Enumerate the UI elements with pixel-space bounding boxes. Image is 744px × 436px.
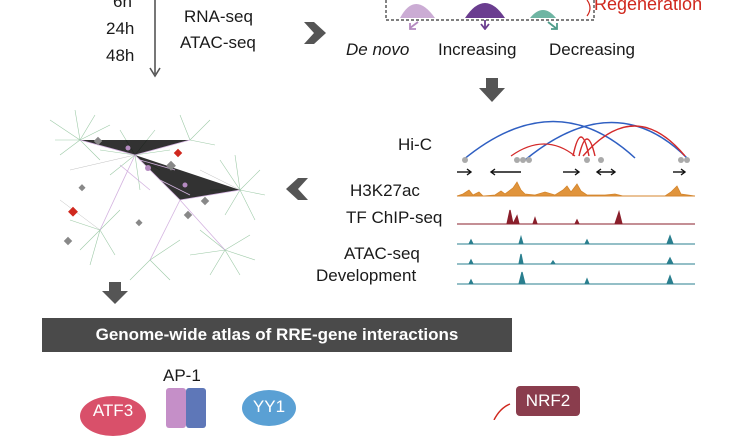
ap1-subunit-right bbox=[186, 388, 206, 428]
genome-tracks bbox=[456, 120, 696, 285]
category-decreasing: Decreasing bbox=[549, 40, 635, 59]
track-label-h3k27ac: H3K27ac bbox=[350, 181, 420, 200]
track-label-atac: ATAC-seq bbox=[344, 244, 420, 263]
arrow-down-icon bbox=[479, 78, 505, 102]
timepoint-6h: 6h bbox=[113, 0, 132, 11]
arrow-right-icon bbox=[304, 22, 326, 44]
arrow-down-icon bbox=[102, 282, 128, 304]
factor-ap1-label: AP-1 bbox=[163, 366, 201, 385]
arrow-left-icon bbox=[286, 178, 308, 200]
assay-rna-seq: RNA-seq bbox=[184, 7, 253, 26]
category-de-novo: De novo bbox=[346, 40, 410, 59]
interaction-network bbox=[49, 109, 266, 281]
atlas-banner: Genome-wide atlas of RRE-gene interactio… bbox=[42, 318, 512, 352]
peak-categories-panel bbox=[385, 0, 595, 30]
factor-nrf2: NRF2 bbox=[516, 386, 580, 416]
track-label-hic: Hi-C bbox=[398, 135, 432, 154]
regeneration-label: Regeneration bbox=[594, 0, 703, 14]
track-label-development: Development bbox=[316, 266, 417, 285]
nrf2-link bbox=[493, 403, 511, 420]
timepoint-24h: 24h bbox=[106, 19, 135, 38]
factor-atf3: ATF3 bbox=[80, 396, 146, 436]
assay-atac-seq: ATAC-seq bbox=[180, 33, 256, 52]
time-arrow bbox=[149, 0, 161, 78]
factor-yy1: YY1 bbox=[242, 390, 296, 426]
regeneration-arcs bbox=[586, 0, 591, 17]
category-increasing: Increasing bbox=[438, 40, 517, 59]
track-label-tf-chip: TF ChIP-seq bbox=[346, 208, 443, 227]
ap1-subunit-left bbox=[166, 388, 186, 428]
timepoint-48h: 48h bbox=[106, 46, 135, 65]
